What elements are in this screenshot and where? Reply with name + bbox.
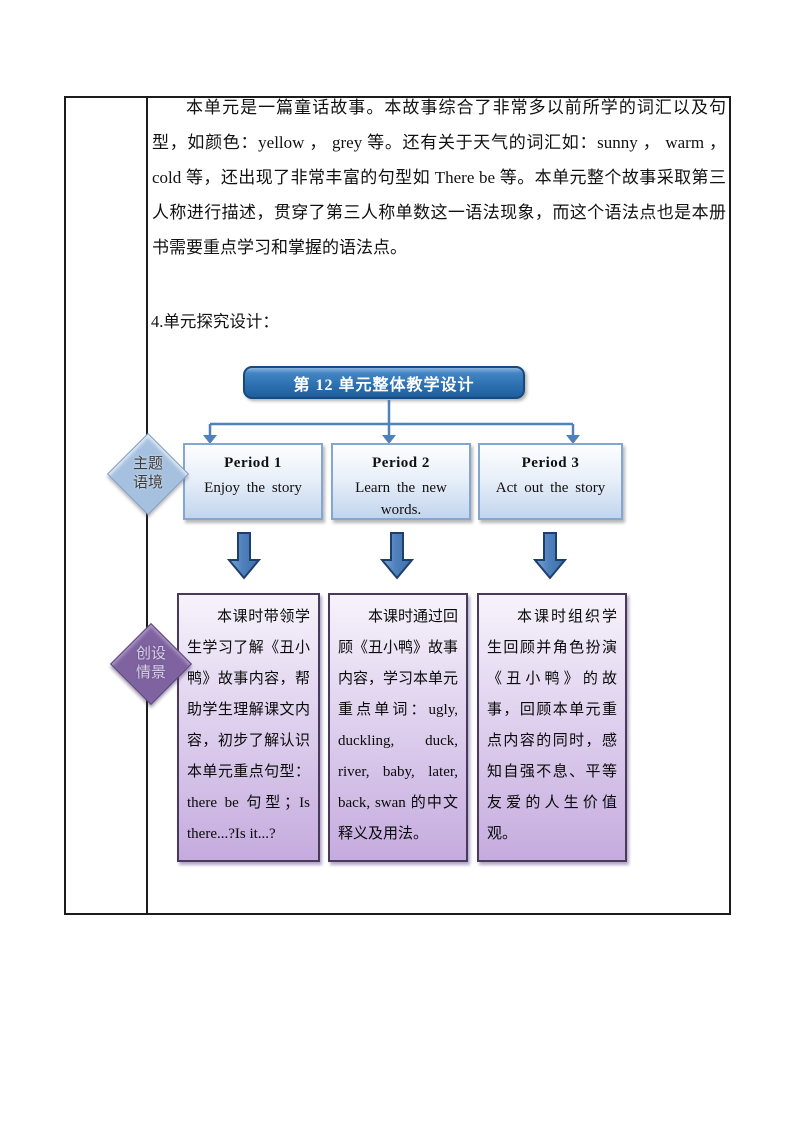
period-2-box: Period 2 Learn the new words.	[331, 443, 471, 520]
period-1-detail-box: 本课时带领学生学习了解《丑小鸭》故事内容，帮助学生理解课文内容，初步了解认识本单…	[177, 593, 320, 862]
period-3-detail-box: 本课时组织学生回顾并角色扮演《丑小鸭》的故事，回顾本单元重点内容的同时，感知自强…	[477, 593, 627, 862]
period-2-detail-box: 本课时通过回顾《丑小鸭》故事内容，学习本单元重点单词：ugly, ducklin…	[328, 593, 468, 862]
period-3-title: Period 3	[521, 455, 580, 471]
period-2-title: Period 2	[372, 455, 430, 471]
period-1-subtitle: Enjoy the story	[204, 480, 302, 496]
period-3-subtitle: Act out the story	[495, 480, 606, 496]
period-1-title: Period 1	[224, 455, 282, 471]
period-3-box: Period 3 Act out the story	[478, 443, 623, 520]
theme-context-label: 主题 语境	[132, 456, 163, 491]
period-2-subtitle: Learn the new words.	[355, 480, 447, 518]
table-left-column	[66, 98, 148, 913]
create-scenario-label: 创设 情景	[135, 646, 166, 681]
period-1-box: Period 1 Enjoy the story	[183, 443, 323, 520]
flowchart-title-box: 第 12 单元整体教学设计	[243, 366, 525, 399]
intro-paragraph: 本单元是一篇童话故事。本故事综合了非常多以前所学的词汇以及句型，如颜色：yell…	[152, 98, 726, 257]
section-label: 4.单元探究设计：	[151, 312, 279, 331]
